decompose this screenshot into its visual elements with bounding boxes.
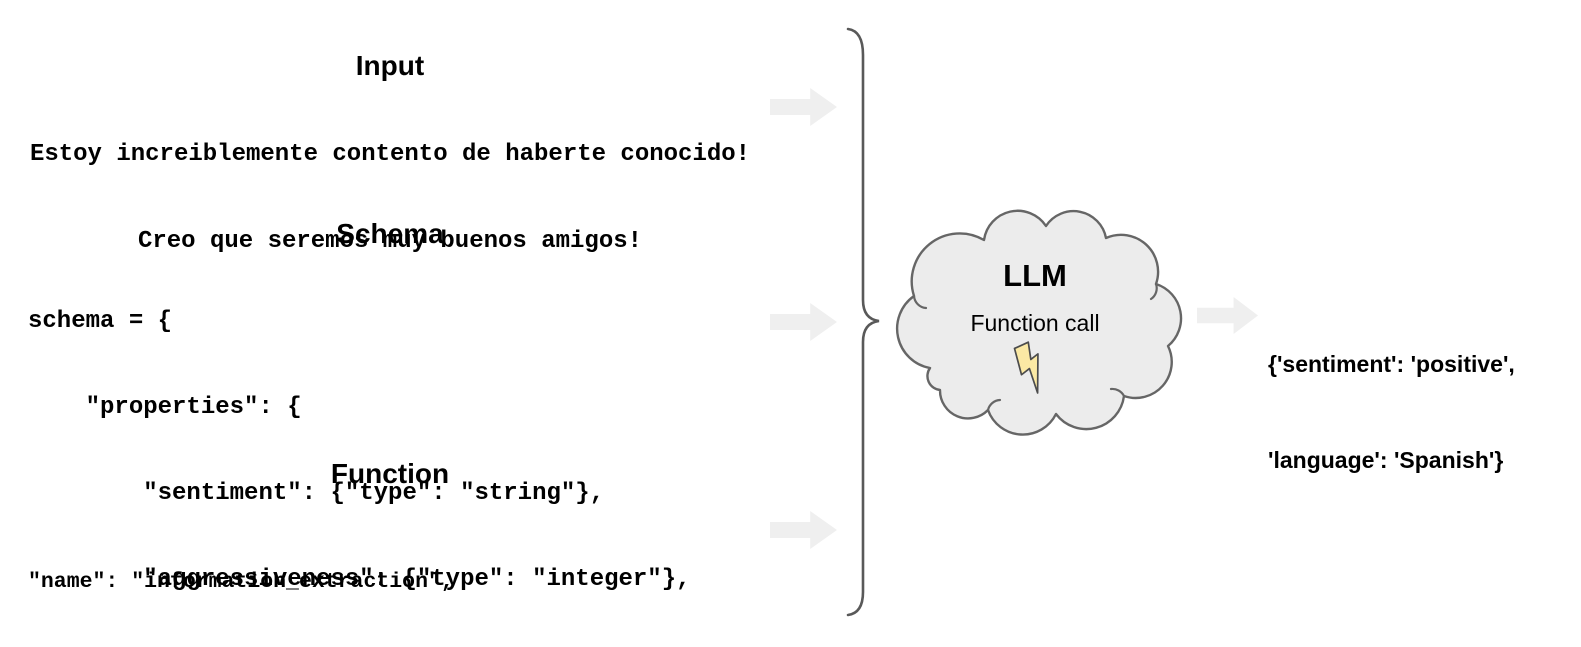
- llm-cloud: [895, 209, 1183, 436]
- llm-subtitle: Function call: [970, 310, 1100, 336]
- function-section-title: Function: [330, 458, 450, 489]
- input-text-block: Estoy increiblemente contento de haberte…: [0, 84, 780, 314]
- function-arrow-icon: [770, 511, 837, 549]
- cloud-curl-details: [912, 282, 1158, 412]
- input-text-line: Estoy increiblemente contento de haberte…: [29, 141, 751, 169]
- schema-code-line: "properties": {: [28, 393, 302, 421]
- input-section-title: Input: [355, 50, 425, 81]
- output-result-block: {'sentiment': 'positive', 'language': 'S…: [1268, 284, 1515, 540]
- function-code-block: "name": "information_extraction", "descr…: [28, 487, 751, 647]
- schema-code-line: "aggressiveness": {"type": "integer"},: [28, 565, 691, 593]
- schema-code-block: schema = { "properties": { "sentiment": …: [28, 251, 691, 647]
- llm-title: LLM: [1003, 258, 1067, 293]
- function-code-line-name: "name": "information_extraction",: [28, 570, 454, 594]
- schema-section-title: Schema: [336, 218, 444, 249]
- lightning-bolt-icon: [1013, 341, 1039, 394]
- schema-arrow-icon: [770, 303, 837, 341]
- curly-brace: [846, 27, 880, 617]
- schema-code-line: schema = {: [28, 308, 173, 336]
- output-result-line: 'language': 'Spanish'}: [1268, 447, 1504, 473]
- schema-code-line: "sentiment": {"type": "string"},: [28, 479, 605, 507]
- output-arrow-icon: [1197, 297, 1258, 334]
- output-result-line: {'sentiment': 'positive',: [1268, 351, 1515, 377]
- input-text-line: Creo que seremos muy buenos amigos!: [137, 227, 643, 255]
- input-arrow-icon: [770, 88, 837, 126]
